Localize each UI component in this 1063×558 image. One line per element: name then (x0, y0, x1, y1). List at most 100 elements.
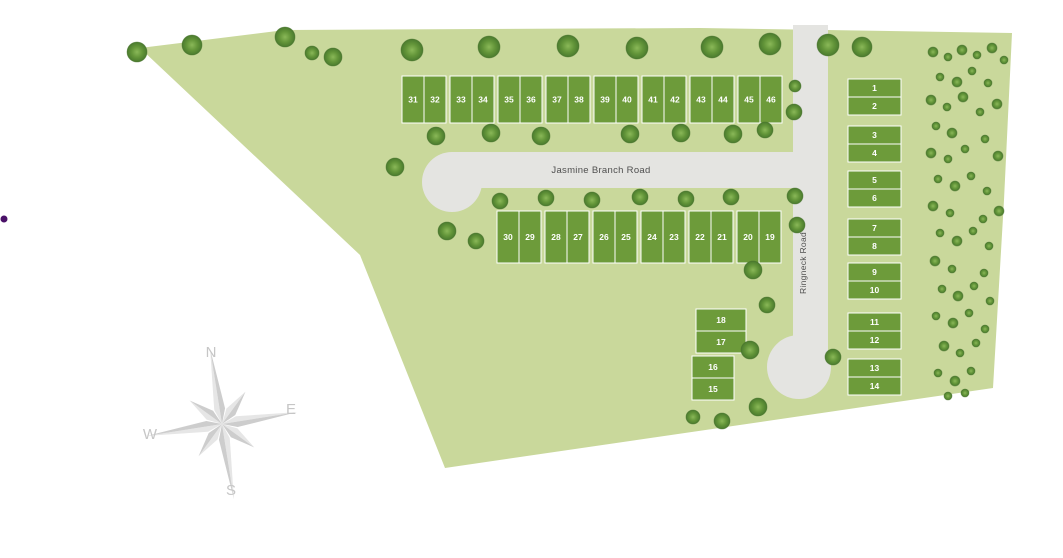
lot-30[interactable]: 30 (496, 210, 520, 264)
tree-icon (949, 375, 961, 387)
lot-22[interactable]: 22 (688, 210, 712, 264)
road-label-jasmine-branch: Jasmine Branch Road (551, 165, 650, 176)
tree-icon (631, 188, 649, 206)
lot-10[interactable]: 10 (847, 280, 902, 300)
tree-icon (583, 191, 601, 209)
lot-32[interactable]: 32 (423, 75, 447, 124)
lot-39[interactable]: 39 (593, 75, 617, 124)
tree-icon (625, 36, 649, 60)
tree-icon (491, 192, 509, 210)
tree-icon (931, 311, 941, 321)
lot-44[interactable]: 44 (711, 75, 735, 124)
tree-icon (980, 134, 990, 144)
tree-icon (467, 232, 485, 250)
lot-38[interactable]: 38 (567, 75, 591, 124)
tree-icon (931, 121, 941, 131)
tree-icon (929, 255, 941, 267)
lot-40[interactable]: 40 (615, 75, 639, 124)
tree-icon (937, 284, 947, 294)
lot-34[interactable]: 34 (471, 75, 495, 124)
tree-icon (984, 241, 994, 251)
lot-15[interactable]: 15 (691, 377, 735, 401)
lot-number: 41 (648, 94, 658, 104)
lot-20[interactable]: 20 (736, 210, 760, 264)
lot-29[interactable]: 29 (518, 210, 542, 264)
tree-icon (945, 208, 955, 218)
compass-south-label: S (226, 482, 236, 499)
lot-37[interactable]: 37 (545, 75, 569, 124)
trees-layer (126, 26, 1009, 430)
lot-7[interactable]: 7 (847, 218, 902, 238)
lot-number: 29 (525, 232, 535, 242)
lot-number: 28 (551, 232, 561, 242)
lot-number: 18 (716, 315, 726, 325)
lot-16[interactable]: 16 (691, 355, 735, 379)
lot-9[interactable]: 9 (847, 262, 902, 282)
lot-35[interactable]: 35 (497, 75, 521, 124)
lot-4[interactable]: 4 (847, 143, 902, 163)
lot-number: 22 (695, 232, 705, 242)
lot-26[interactable]: 26 (592, 210, 616, 264)
lot-1[interactable]: 1 (847, 78, 902, 98)
lot-25[interactable]: 25 (614, 210, 638, 264)
lot-36[interactable]: 36 (519, 75, 543, 124)
lot-46[interactable]: 46 (759, 75, 783, 124)
tree-icon (620, 124, 640, 144)
tree-icon (969, 281, 979, 291)
lot-43[interactable]: 43 (689, 75, 713, 124)
tree-icon (671, 123, 691, 143)
lot-number: 43 (696, 94, 706, 104)
tree-icon (967, 66, 977, 76)
tree-icon (743, 260, 763, 280)
compass-north-label: N (206, 344, 217, 361)
stray-dot (0, 215, 8, 223)
lot-17[interactable]: 17 (695, 330, 747, 354)
lot-11[interactable]: 11 (847, 312, 902, 332)
lot-number: 20 (743, 232, 753, 242)
tree-icon (748, 397, 768, 417)
tree-icon (824, 348, 842, 366)
lot-23[interactable]: 23 (662, 210, 686, 264)
tree-icon (740, 340, 760, 360)
lot-33[interactable]: 33 (449, 75, 473, 124)
tree-icon (947, 317, 959, 329)
road-label-ringneck: Ringneck Road (798, 232, 808, 294)
tree-icon (713, 412, 731, 430)
tree-icon (677, 190, 695, 208)
tree-icon (722, 188, 740, 206)
lot-28[interactable]: 28 (544, 210, 568, 264)
lot-number: 36 (526, 94, 536, 104)
lot-12[interactable]: 12 (847, 330, 902, 350)
road-jasmine-branch (422, 152, 828, 212)
lot-3[interactable]: 3 (847, 125, 902, 145)
lot-2[interactable]: 2 (847, 96, 902, 116)
lot-14[interactable]: 14 (847, 376, 902, 396)
tree-icon (786, 187, 804, 205)
lot-24[interactable]: 24 (640, 210, 664, 264)
tree-icon (925, 147, 937, 159)
lot-number: 34 (478, 94, 488, 104)
tree-icon (979, 268, 989, 278)
tree-icon (927, 46, 939, 58)
tree-icon (966, 171, 976, 181)
lot-42[interactable]: 42 (663, 75, 687, 124)
tree-icon (274, 26, 296, 48)
lot-number: 14 (870, 381, 880, 391)
lot-5[interactable]: 5 (847, 170, 902, 190)
lot-number: 46 (766, 94, 776, 104)
lot-18[interactable]: 18 (695, 308, 747, 332)
lot-41[interactable]: 41 (641, 75, 665, 124)
lot-27[interactable]: 27 (566, 210, 590, 264)
lot-19[interactable]: 19 (758, 210, 782, 264)
compass-star (146, 348, 298, 500)
tree-icon (952, 290, 964, 302)
lot-21[interactable]: 21 (710, 210, 734, 264)
lot-45[interactable]: 45 (737, 75, 761, 124)
lot-8[interactable]: 8 (847, 236, 902, 256)
lot-31[interactable]: 31 (401, 75, 425, 124)
compass-star-points (146, 348, 298, 500)
tree-icon (481, 123, 501, 143)
lot-6[interactable]: 6 (847, 188, 902, 208)
lot-13[interactable]: 13 (847, 358, 902, 378)
tree-icon (972, 50, 982, 60)
